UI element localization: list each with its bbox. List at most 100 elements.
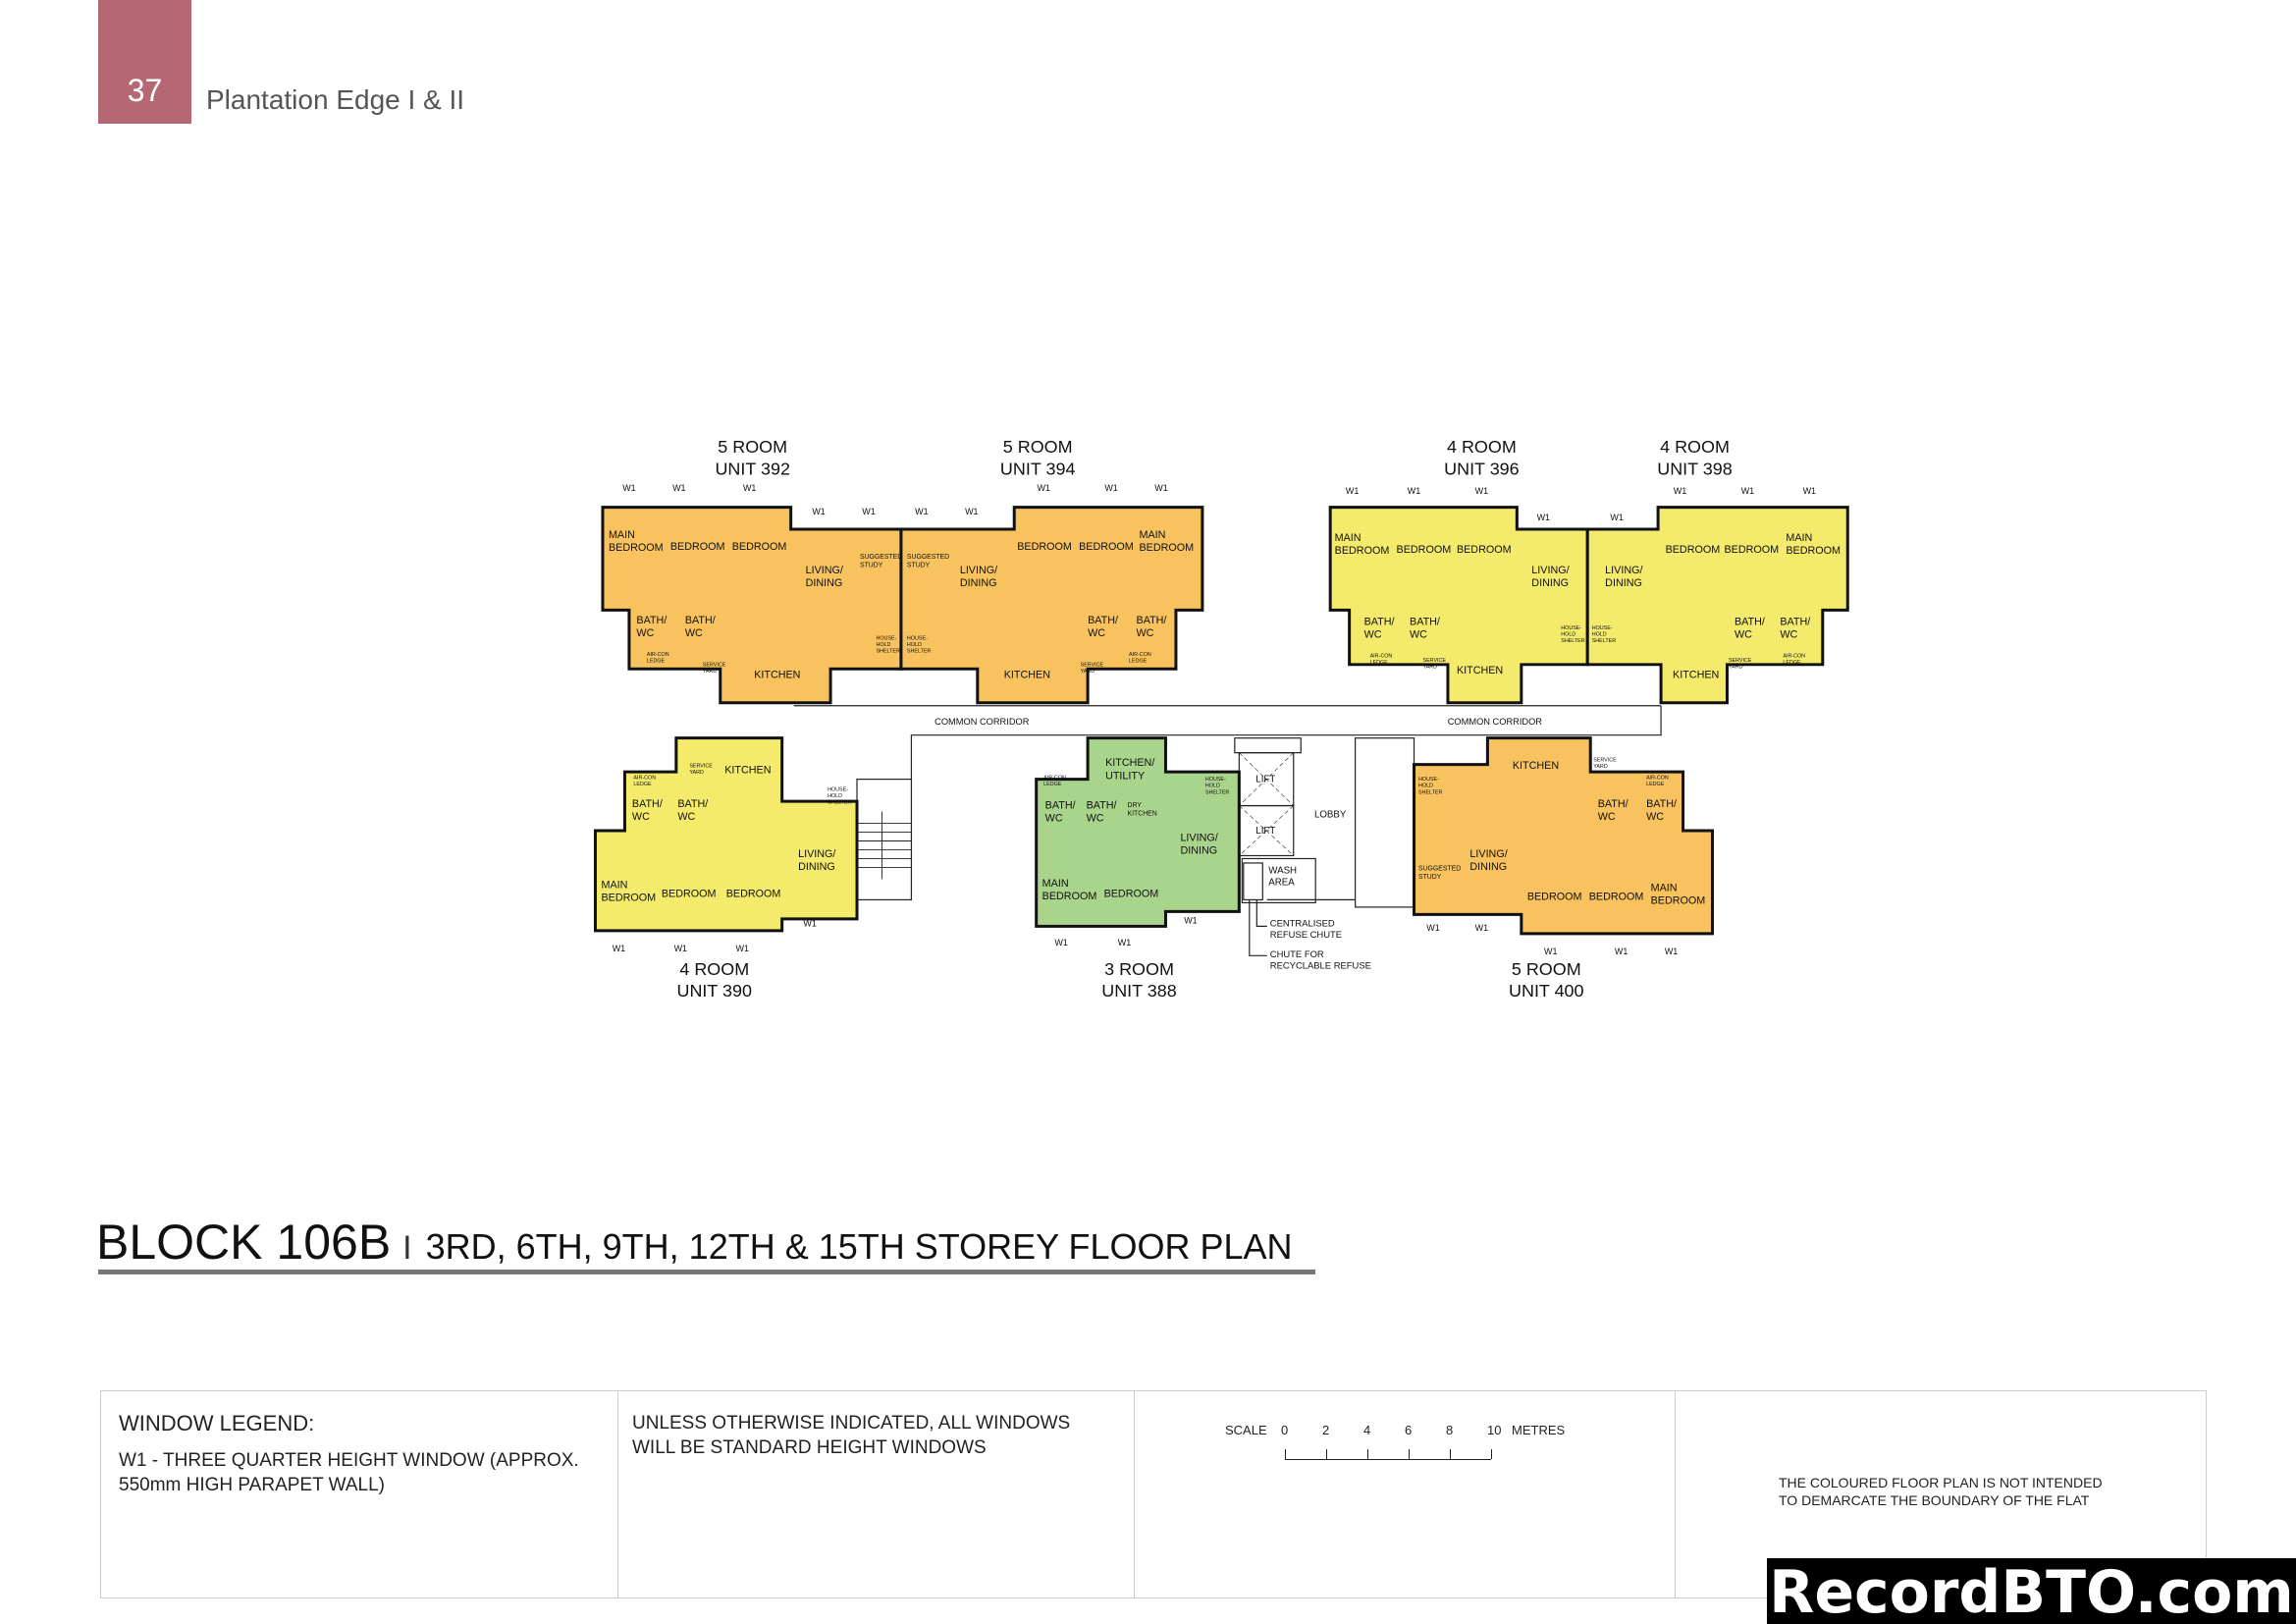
- scale-tick-label: 6: [1405, 1423, 1413, 1437]
- window-label: W1: [862, 507, 875, 516]
- unit-type-label: 4 ROOM: [1660, 437, 1730, 457]
- window-label: W1: [812, 507, 825, 516]
- room-label: LIVING/DINING: [1531, 565, 1569, 589]
- room-label: BATH/WC: [677, 798, 708, 823]
- watermark-logo: RecordBTO.com: [1767, 1558, 2296, 1624]
- lift-label: LIFT: [1255, 775, 1275, 785]
- window-label: W1: [1054, 938, 1067, 947]
- window-label: W1: [1741, 486, 1754, 496]
- window-label: W1: [622, 483, 635, 493]
- room-label: BATH/WC: [1410, 616, 1440, 640]
- room-label: BEDROOM: [1397, 544, 1452, 556]
- room-label: BEDROOM: [1527, 891, 1582, 902]
- disclaimer-line-2: TO DEMARCATE THE BOUNDARY OF THE FLAT: [1779, 1492, 2090, 1508]
- window-label: W1: [1665, 947, 1678, 956]
- scale-unit: METRES: [1512, 1423, 1566, 1437]
- room-label: BATH/WC: [1137, 615, 1167, 639]
- disclaimer-line-1: THE COLOURED FLOOR PLAN IS NOT INTENDED: [1779, 1475, 2103, 1490]
- window-label: W1: [1118, 938, 1131, 947]
- scale-tick: [1450, 1449, 1451, 1459]
- page-number-badge: 37: [98, 0, 191, 124]
- room-label: KITCHEN: [754, 669, 800, 680]
- room-label: LIVING/DINING: [960, 565, 997, 589]
- window-label: W1: [1475, 486, 1488, 496]
- room-label: BEDROOM: [670, 541, 725, 553]
- block-title: BLOCK 106B I 3RD, 6TH, 9TH, 12TH & 15TH ST…: [96, 1214, 1293, 1271]
- block-subtitle: 3RD, 6TH, 9TH, 12TH & 15TH STOREY FLOOR …: [425, 1226, 1293, 1267]
- room-label: BEDROOM: [1457, 544, 1512, 556]
- room-label: BATH/WC: [1045, 800, 1076, 825]
- scale-line: [1285, 1459, 1491, 1460]
- window-label: W1: [1615, 947, 1628, 956]
- scale-tick-label: 0: [1281, 1423, 1289, 1437]
- unit-number-label: UNIT 388: [1101, 981, 1177, 1001]
- room-label: BEDROOM: [662, 888, 717, 899]
- standard-window-note-2: WILL BE STANDARD HEIGHT WINDOWS: [632, 1437, 987, 1458]
- title-separator: I: [402, 1229, 412, 1267]
- room-label: KITCHEN: [1004, 669, 1050, 680]
- window-legend-heading: WINDOW LEGEND:: [119, 1411, 315, 1435]
- window-label: W1: [1475, 923, 1488, 933]
- window-label: W1: [1610, 513, 1623, 522]
- unit-outline: [1413, 736, 1714, 936]
- room-label: BATH/WC: [632, 798, 663, 823]
- room-label: BEDROOM: [1666, 544, 1721, 556]
- window-label: W1: [1037, 483, 1049, 493]
- window-label: W1: [803, 918, 816, 928]
- lobby-label: LOBBY: [1314, 810, 1347, 821]
- window-label: W1: [965, 507, 978, 516]
- unit-number-label: UNIT 396: [1444, 460, 1520, 479]
- unit-outline: [601, 506, 903, 705]
- legend-divider: [1134, 1391, 1135, 1597]
- scale-tick-label: 2: [1322, 1423, 1330, 1437]
- room-label: BEDROOM: [1104, 888, 1159, 899]
- refuse-chute-icon: [1243, 862, 1263, 900]
- room-label: KITCHEN: [1513, 760, 1559, 772]
- unit-type-label: 5 ROOM: [1512, 959, 1581, 979]
- window-label: W1: [1426, 923, 1439, 933]
- room-label: BEDROOM: [726, 888, 781, 899]
- room-label: LIVING/DINING: [1469, 848, 1507, 873]
- legend-box: WINDOW LEGEND: W1 - THREE QUARTER HEIGHT…: [100, 1390, 2207, 1598]
- staircase-right: [1355, 737, 1415, 908]
- unit-outline: [593, 736, 859, 933]
- scale-tick: [1326, 1449, 1327, 1459]
- common-corridor-label: COMMON CORRIDOR: [934, 717, 1030, 727]
- window-legend-line-2: 550mm HIGH PARAPET WALL): [119, 1475, 385, 1495]
- scale-label: SCALE: [1225, 1423, 1267, 1437]
- legend-divider: [1675, 1391, 1676, 1597]
- window-label: W1: [1184, 915, 1197, 925]
- room-label: LIVING/DINING: [1605, 565, 1642, 589]
- lift-lobby-box: [1234, 737, 1302, 754]
- unit-outline: [1585, 506, 1849, 705]
- room-label: BATH/WC: [1780, 616, 1810, 640]
- room-label: BATH/WC: [685, 615, 716, 639]
- block-name: BLOCK 106B: [96, 1215, 392, 1270]
- room-label: BATH/WC: [1735, 616, 1765, 640]
